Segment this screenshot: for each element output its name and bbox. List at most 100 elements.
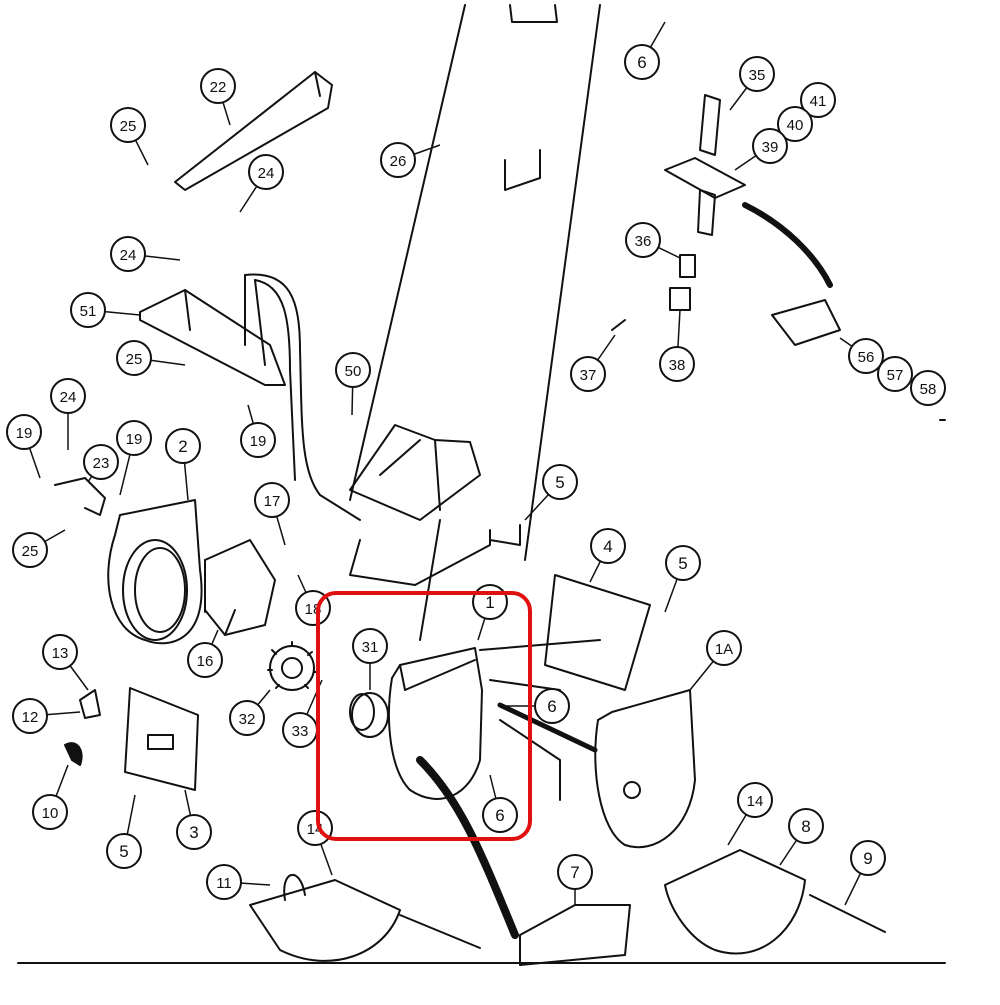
part-23-drawing: [54, 477, 106, 516]
callout-circle: [165, 428, 201, 464]
callout-label: 16: [197, 653, 214, 670]
chain-drawing: [416, 756, 519, 939]
callout-25: 25: [116, 340, 152, 376]
callout-circle: [542, 464, 578, 500]
callout-25: 25: [110, 107, 146, 143]
callout-circle: [850, 840, 886, 876]
callout-6: 6: [624, 44, 660, 80]
callout-19: 19: [116, 420, 152, 456]
callout-circle: [335, 352, 371, 388]
callout-label: 22: [210, 79, 227, 96]
callout-circle: [482, 797, 518, 833]
callout-31: 31: [352, 628, 388, 664]
callout-1: 1: [472, 584, 508, 620]
part-3-drawing: [124, 687, 199, 791]
callout-10: 10: [32, 794, 68, 830]
callout-33: 33: [282, 712, 318, 748]
callout-50: 50: [335, 352, 371, 388]
callout-label: 6: [637, 53, 646, 72]
callout-circle: [380, 142, 416, 178]
callout-5: 5: [106, 833, 142, 869]
leader-lines: [23, 21, 869, 906]
part-56-drawing: [771, 299, 841, 346]
callout-circle: [240, 422, 276, 458]
callout-label: 24: [258, 165, 275, 182]
callout-label: 25: [126, 351, 143, 368]
callout-circle: [557, 854, 593, 890]
callout-label: 8: [801, 817, 810, 836]
callout-label: 3: [189, 823, 198, 842]
callout-label: 51: [80, 303, 97, 320]
callout-circle: [70, 292, 106, 328]
callout-circle: [116, 340, 152, 376]
callout-label: 19: [126, 431, 143, 448]
callout-label: 26: [390, 153, 407, 170]
callout-circle: [848, 338, 884, 374]
callout-label: 7: [570, 863, 579, 882]
callout-label: 6: [547, 697, 556, 716]
callout-26: 26: [380, 142, 416, 178]
callout-38: 38: [659, 346, 695, 382]
callout-17: 17: [254, 482, 290, 518]
callout-circle: [229, 700, 265, 736]
callout-circle: [206, 864, 242, 900]
callout-label: 23: [93, 455, 110, 472]
callout-label: 14: [747, 793, 764, 810]
callout-circle: [187, 642, 223, 678]
callout-circle: [12, 532, 48, 568]
callout-circle: [706, 630, 742, 666]
callout-label: 56: [858, 349, 875, 366]
callout-label: 37: [580, 367, 597, 384]
callout-label: 31: [362, 639, 379, 656]
callout-label: 41: [810, 93, 827, 110]
callout-label: 1: [485, 593, 494, 612]
hopper-drawing: [244, 273, 521, 546]
callout-56: 56: [848, 338, 884, 374]
callout-circle: [83, 444, 119, 480]
callout-3: 3: [176, 814, 212, 850]
chain-upper-drawing: [742, 202, 833, 288]
callout-label: 33: [292, 723, 309, 740]
callout-label: 17: [264, 493, 281, 510]
callout-label: 24: [120, 247, 137, 264]
callout-label: 12: [22, 709, 39, 726]
callout-label: 24: [60, 389, 77, 406]
callout-label: 9: [863, 849, 872, 868]
callout-58: 58: [910, 370, 946, 406]
callout-51: 51: [70, 292, 106, 328]
callout-circle: [116, 420, 152, 456]
callout-14: 14: [737, 782, 773, 818]
callout-circle: [625, 222, 661, 258]
callout-label: 36: [635, 233, 652, 250]
callout-57: 57: [877, 356, 913, 392]
callout-36: 36: [625, 222, 661, 258]
callout-label: 5: [678, 554, 687, 573]
part-8-drawing: [664, 849, 886, 955]
callout-24: 24: [110, 236, 146, 272]
callout-label: 25: [120, 118, 137, 135]
callout-6: 6: [534, 688, 570, 724]
part-7-drawing: [519, 904, 631, 966]
callout-label: 11: [216, 875, 232, 892]
part-11-drawing: [249, 874, 481, 962]
callout-7: 7: [557, 854, 593, 890]
callout-circle: [176, 814, 212, 850]
part-35-39-drawing: [611, 94, 746, 331]
callout-14: 14: [297, 810, 333, 846]
callout-circle: [248, 154, 284, 190]
callout-circle: [42, 634, 78, 670]
callout-19: 19: [6, 414, 42, 450]
callout-circle: [200, 68, 236, 104]
callout-13: 13: [42, 634, 78, 670]
conveyor-tube-drawing: [349, 4, 601, 641]
callout-label: 32: [239, 711, 256, 728]
callout-circle: [110, 236, 146, 272]
callout-circle: [50, 378, 86, 414]
callout-label: 40: [787, 117, 804, 134]
callout-41: 41: [800, 82, 836, 118]
part-51-drawing: [139, 274, 286, 386]
callout-circle: [570, 356, 606, 392]
callout-circle: [788, 808, 824, 844]
part-22-drawing: [174, 71, 333, 191]
